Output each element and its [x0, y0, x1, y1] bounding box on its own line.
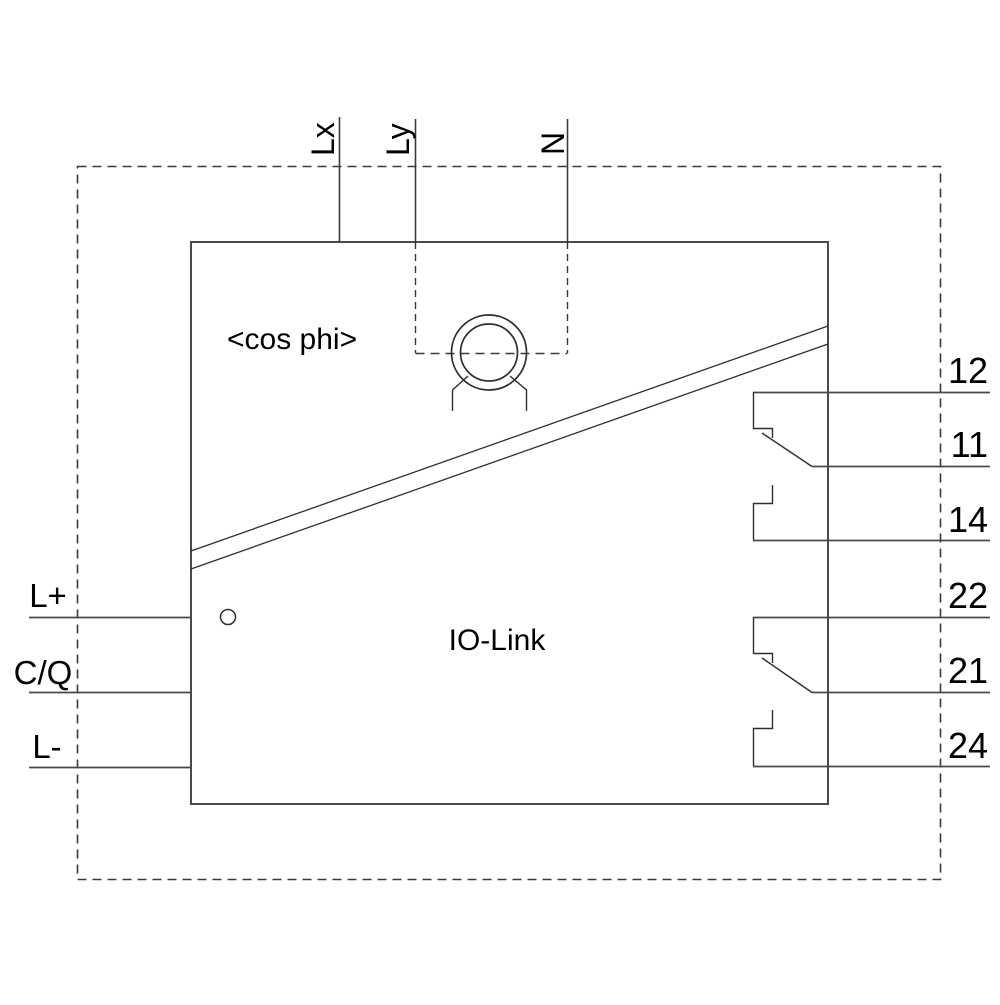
measurement-function-label: <cos phi> [227, 323, 357, 356]
terminal-label-ly: Ly [380, 123, 416, 156]
terminal-label-cq: C/Q [14, 654, 73, 691]
isolation-diagonal-upper [190, 325, 829, 552]
relay1-nc-contact [752, 392, 774, 438]
transformer-lead-left [451, 375, 469, 411]
relay2-no-contact [752, 710, 774, 766]
current-transformer-icon [450, 314, 528, 391]
outer-boundary-dashed-rect [76, 165, 942, 881]
terminal-label-24: 24 [948, 725, 988, 766]
terminal-label-lplus: L+ [29, 577, 67, 614]
terminal-label-21: 21 [948, 650, 988, 691]
terminal-label-11: 11 [951, 424, 988, 465]
isolation-diagonal-lower [190, 343, 829, 570]
changeover-relay-contact-1 [752, 392, 813, 540]
changeover-relay-contact-2 [752, 617, 813, 766]
device-outline-rect [190, 241, 829, 805]
terminal-label-n: N [535, 132, 571, 155]
interface-label: IO-Link [449, 624, 547, 657]
terminal-label-lminus: L- [32, 728, 61, 765]
terminal-label-12: 12 [948, 350, 988, 391]
relay2-contact-arm [761, 657, 813, 694]
relay1-no-contact [752, 485, 774, 540]
terminal-label-22: 22 [948, 575, 988, 616]
led-indicator-icon [219, 608, 237, 626]
current-transformer-inner-ring [459, 323, 519, 382]
transformer-lead-right [509, 375, 528, 411]
relay1-contact-arm [761, 432, 813, 468]
terminal-label-lx: Lx [305, 122, 341, 156]
terminal-label-14: 14 [948, 499, 988, 540]
relay2-nc-contact [752, 617, 774, 663]
